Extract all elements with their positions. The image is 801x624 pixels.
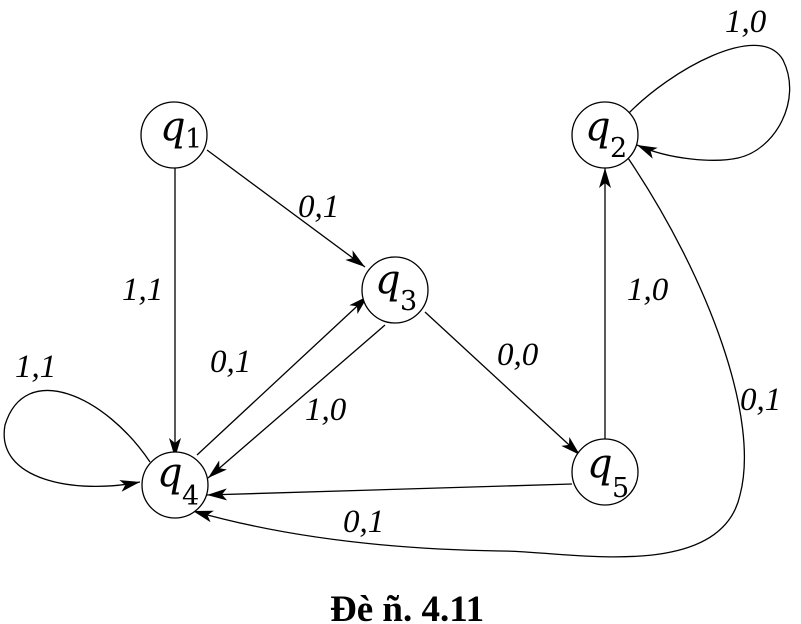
- edges: [3, 44, 791, 558]
- state-q5-circle: [571, 438, 639, 506]
- label-q3-q4: 1,0: [305, 392, 347, 428]
- state-q2-circle: [571, 101, 639, 169]
- label-q2-q4: 0,1: [740, 382, 781, 418]
- label-q1-q4: 1,1: [122, 272, 163, 308]
- edge-labels: 0,1 1,1 1,1 0,1 1,0 0,0 1,0 1,0 0,1 0,1: [15, 4, 781, 540]
- edge-q3-q4: [207, 324, 386, 479]
- label-q2-loop: 1,0: [725, 4, 767, 40]
- state-q2-subscript: 2: [610, 133, 627, 164]
- label-q5-q4: 0,1: [343, 504, 384, 540]
- state-q2-symbol: q: [585, 104, 611, 150]
- label-q1-q3: 0,1: [298, 189, 339, 225]
- state-q3-circle: [361, 256, 429, 324]
- state-q5-symbol: q: [587, 441, 613, 487]
- state-q1-symbol: q: [160, 104, 186, 150]
- figure-caption: Đè ñ. 4.11: [330, 589, 484, 624]
- edge-q1-q3: [206, 149, 366, 268]
- label-q3-q5: 0,0: [497, 337, 539, 373]
- state-q3-subscript: 3: [400, 286, 417, 317]
- state-q3: q 3: [361, 256, 429, 324]
- label-q4-loop: 1,1: [15, 349, 56, 385]
- edge-q3-q5: [424, 311, 581, 456]
- state-q1-subscript: 1: [185, 124, 202, 155]
- label-q5-q2: 1,0: [627, 272, 669, 308]
- edge-q4-q3: [196, 295, 369, 456]
- edge-q4-q4-loop: [3, 389, 151, 492]
- state-q5: q 5: [571, 438, 639, 506]
- state-q1: q 1: [140, 101, 208, 169]
- state-q2: q 2: [571, 101, 639, 169]
- state-q4-symbol: q: [157, 450, 183, 496]
- label-q4-q3: 0,1: [210, 344, 251, 380]
- edge-q2-q2-loop: [626, 44, 791, 161]
- state-q4: q 4: [141, 450, 209, 519]
- state-q1-circle: [140, 101, 208, 169]
- edge-q2-q4: [192, 157, 746, 558]
- state-q4-subscript: 4: [182, 481, 199, 512]
- state-q4-circle: [141, 451, 209, 519]
- state-q3-symbol: q: [375, 257, 401, 303]
- edge-q5-q4: [206, 483, 573, 501]
- state-q5-subscript: 5: [612, 473, 629, 504]
